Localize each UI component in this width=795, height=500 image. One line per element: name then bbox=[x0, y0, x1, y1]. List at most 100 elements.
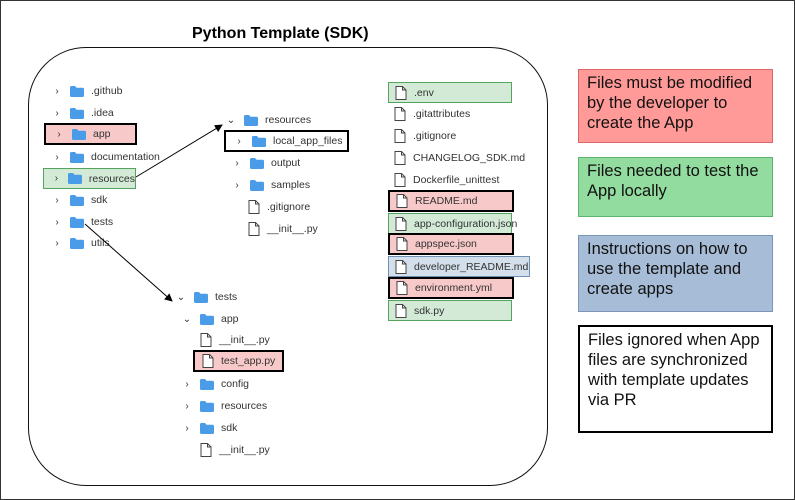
file-label: .gitignore bbox=[413, 130, 457, 142]
legend-instructions: Instructions on how to use the template … bbox=[578, 235, 773, 312]
tree-item-label: .gitignore bbox=[267, 201, 311, 213]
tree-item-resources-gitignore[interactable]: .gitignore bbox=[248, 197, 310, 217]
chevron-right-icon[interactable]: › bbox=[235, 179, 239, 191]
file-gitignore[interactable]: .gitignore bbox=[394, 126, 456, 146]
file-changelog[interactable]: CHANGELOG_SDK.md bbox=[394, 148, 525, 168]
chevron-down-icon[interactable]: ⌄ bbox=[176, 291, 186, 303]
file-developer-readme[interactable]: developer_README.md bbox=[388, 256, 530, 277]
file-icon bbox=[395, 216, 407, 231]
chevron-right-icon[interactable]: › bbox=[185, 400, 189, 412]
chevron-right-icon[interactable]: › bbox=[237, 135, 241, 147]
chevron-right-icon[interactable]: › bbox=[54, 173, 59, 184]
tree-item-label: sdk bbox=[91, 194, 108, 206]
file-appspec[interactable]: appspec.json bbox=[388, 233, 514, 255]
file-icon bbox=[396, 194, 408, 208]
tree-item-label: __init__.py bbox=[219, 334, 270, 346]
tree-item-resources-init[interactable]: __init__.py bbox=[248, 219, 318, 239]
tree-item-idea[interactable]: › .idea bbox=[50, 103, 114, 123]
file-app-configuration[interactable]: app-configuration.json bbox=[388, 213, 517, 234]
folder-icon bbox=[200, 378, 214, 390]
folder-icon bbox=[67, 173, 82, 184]
chevron-right-icon[interactable]: › bbox=[55, 85, 59, 97]
tree-item-label: app bbox=[221, 313, 239, 325]
tree-item-tests-app[interactable]: ⌄ app bbox=[180, 309, 239, 329]
folder-icon bbox=[200, 422, 214, 434]
file-label: developer_README.md bbox=[414, 260, 529, 273]
chevron-down-icon[interactable]: ⌄ bbox=[182, 313, 192, 325]
tree-item-tests-expanded[interactable]: ⌄ tests bbox=[174, 287, 237, 307]
folder-icon bbox=[70, 194, 84, 206]
file-label: Dockerfile_unittest bbox=[413, 174, 500, 186]
tree-item-documentation[interactable]: › documentation bbox=[50, 147, 160, 167]
file-icon bbox=[202, 354, 214, 368]
tree-item-label: local_app_files bbox=[273, 135, 343, 147]
tree-item-tests-sdk[interactable]: › sdk bbox=[180, 418, 237, 438]
tree-item-tests-app-init[interactable]: __init__.py bbox=[200, 330, 270, 350]
file-environment-yml[interactable]: environment.yml bbox=[388, 277, 514, 299]
tree-item-label: sdk bbox=[221, 422, 238, 434]
tree-item-app[interactable]: › app bbox=[44, 123, 137, 145]
chevron-down-icon[interactable]: ⌄ bbox=[226, 114, 236, 126]
tree-item-tests-init[interactable]: __init__.py bbox=[200, 440, 270, 460]
file-readme[interactable]: README.md bbox=[388, 190, 514, 212]
tree-item-config[interactable]: › config bbox=[180, 374, 249, 394]
folder-icon bbox=[200, 400, 214, 412]
template-container bbox=[28, 47, 548, 486]
tree-item-label: utils bbox=[91, 237, 110, 249]
tree-item-sdk[interactable]: › sdk bbox=[50, 190, 107, 210]
folder-icon bbox=[70, 85, 84, 97]
folder-icon bbox=[250, 157, 264, 169]
file-dockerfile[interactable]: Dockerfile_unittest bbox=[394, 170, 499, 190]
tree-item-label: __init__.py bbox=[219, 444, 270, 456]
file-label: sdk.py bbox=[414, 304, 445, 317]
chevron-right-icon[interactable]: › bbox=[55, 194, 59, 206]
folder-icon bbox=[70, 216, 84, 228]
chevron-right-icon[interactable]: › bbox=[185, 378, 189, 390]
folder-icon bbox=[194, 291, 208, 303]
file-icon bbox=[248, 200, 260, 214]
file-icon bbox=[248, 222, 260, 236]
file-icon bbox=[394, 129, 406, 143]
legend-test-locally: Files needed to test the App locally bbox=[578, 157, 773, 217]
file-gitattributes[interactable]: .gitattributes bbox=[394, 104, 470, 124]
tree-item-utils[interactable]: › utils bbox=[50, 233, 110, 253]
tree-item-github[interactable]: › .github bbox=[50, 81, 123, 101]
tree-item-label: samples bbox=[271, 179, 311, 191]
tree-item-tests[interactable]: › tests bbox=[50, 212, 113, 232]
tree-item-tests-resources[interactable]: › resources bbox=[180, 396, 267, 416]
chevron-right-icon[interactable]: › bbox=[185, 422, 189, 434]
file-icon bbox=[396, 281, 408, 295]
file-icon bbox=[396, 237, 408, 251]
file-label: .gitattributes bbox=[413, 108, 471, 120]
folder-icon bbox=[70, 151, 84, 163]
tree-item-label: .idea bbox=[91, 107, 114, 119]
file-env[interactable]: .env bbox=[388, 82, 512, 103]
folder-icon bbox=[200, 313, 214, 325]
file-label: CHANGELOG_SDK.md bbox=[413, 152, 526, 164]
tree-item-local-app-files[interactable]: › local_app_files bbox=[224, 130, 349, 152]
file-icon bbox=[394, 173, 406, 187]
file-icon bbox=[395, 303, 407, 318]
tree-item-label: config bbox=[221, 378, 250, 390]
tree-item-resources[interactable]: › resources bbox=[43, 168, 136, 189]
file-label: app-configuration.json bbox=[414, 217, 518, 230]
file-icon bbox=[394, 107, 406, 121]
chevron-right-icon[interactable]: › bbox=[55, 237, 59, 249]
tree-item-label: resources bbox=[88, 172, 135, 185]
file-icon bbox=[200, 443, 212, 457]
file-sdk-py[interactable]: sdk.py bbox=[388, 300, 512, 321]
tree-item-label: __init__.py bbox=[267, 223, 318, 235]
chevron-right-icon[interactable]: › bbox=[55, 216, 59, 228]
folder-icon bbox=[70, 237, 84, 249]
chevron-right-icon[interactable]: › bbox=[235, 157, 239, 169]
tree-item-test-app-py[interactable]: test_app.py bbox=[193, 350, 284, 372]
tree-item-resources-expanded[interactable]: ⌄ resources bbox=[224, 110, 311, 130]
folder-icon bbox=[252, 135, 266, 147]
chevron-right-icon[interactable]: › bbox=[55, 107, 59, 119]
file-label: environment.yml bbox=[415, 282, 493, 294]
tree-item-label: .github bbox=[91, 85, 123, 97]
tree-item-output[interactable]: › output bbox=[230, 153, 300, 173]
chevron-right-icon[interactable]: › bbox=[57, 128, 61, 140]
chevron-right-icon[interactable]: › bbox=[55, 151, 59, 163]
tree-item-samples[interactable]: › samples bbox=[230, 175, 310, 195]
